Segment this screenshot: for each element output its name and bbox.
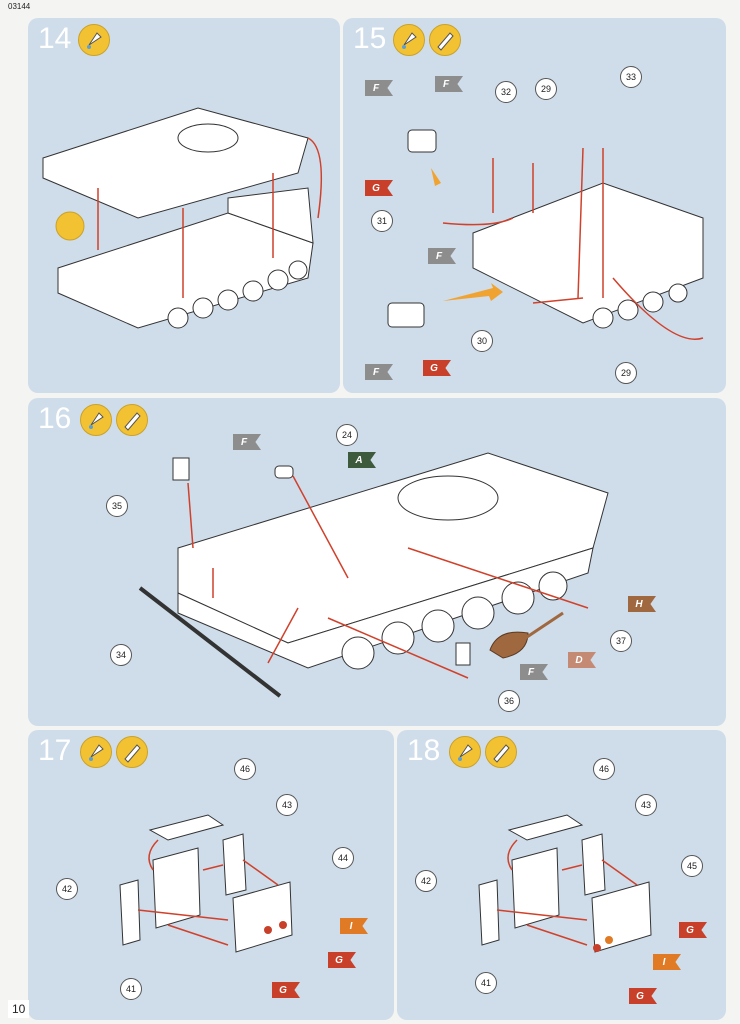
part-callout: 35 [106,495,128,517]
sprue-tag: I [340,918,368,934]
part-callout: 42 [56,878,78,900]
step-14-panel: 14 [28,18,340,393]
sprue-tag: F [365,364,393,380]
step-17-panel: 17 46 43 44 42 41 I G G [28,730,394,1020]
sprue-tag: G [272,982,300,998]
paint-brush-icon [429,24,461,56]
step-15-panel: 15 32 29 33 31 30 29 F F G F F G [343,18,726,393]
part-callout: 32 [495,81,517,103]
sprue-tag: G [423,360,451,376]
bracket-assembly-drawing [387,129,704,340]
glue-icon [80,404,112,436]
sprue-tag: F [233,434,261,450]
paint-brush-icon [485,736,517,768]
sprue-tag: F [435,76,463,92]
part-callout: 29 [535,78,557,100]
part-callout: 30 [471,330,493,352]
glue-icon [78,24,110,56]
part-callout: 29 [615,362,637,384]
sprue-tag: F [365,80,393,96]
part-callout: 41 [120,978,142,1000]
step-16-panel: 16 24 35 34 37 36 F A H D F [28,398,726,726]
part-callout: 45 [681,855,703,877]
step-number: 14 [38,22,72,55]
part-callout: 31 [371,210,393,232]
step-number: 16 [38,402,72,435]
part-callout: 46 [234,758,256,780]
sprue-tag: G [328,952,356,968]
part-callout: 44 [332,847,354,869]
sprue-tag: G [679,922,707,938]
part-callout: 41 [475,972,497,994]
vehicle-assembly-drawing [138,452,609,698]
paint-brush-icon [116,404,148,436]
glue-icon [393,24,425,56]
part-callout: 43 [635,794,657,816]
part-callout: 42 [415,870,437,892]
storage-box-drawing [119,814,293,953]
sprue-tag: G [365,180,393,196]
glue-icon [80,736,112,768]
sprue-tag: H [628,596,656,612]
sprue-tag: F [428,248,456,264]
step-number: 15 [353,22,387,55]
part-callout: 36 [498,690,520,712]
part-callout: 37 [610,630,632,652]
sprue-tag: G [629,988,657,1004]
part-callout: 34 [110,644,132,666]
storage-box-drawing [478,814,652,953]
part-code: 03144 [8,2,31,11]
paint-brush-icon [116,736,148,768]
part-callout: 33 [620,66,642,88]
sprue-tag: A [348,452,376,468]
tape-icon [55,211,85,241]
step-number: 17 [38,734,72,767]
sprue-tag: I [653,954,681,970]
glue-icon [449,736,481,768]
step-number: 18 [407,734,441,767]
hint-arrow [443,283,503,301]
page-number: 10 [8,1000,30,1018]
sprue-tag: F [520,664,548,680]
step-18-panel: 18 46 43 45 42 41 G I G [397,730,726,1020]
sprue-tag: D [568,652,596,668]
part-callout: 24 [336,424,358,446]
hull-assembly-drawing [42,107,323,329]
part-callout: 46 [593,758,615,780]
part-callout: 43 [276,794,298,816]
